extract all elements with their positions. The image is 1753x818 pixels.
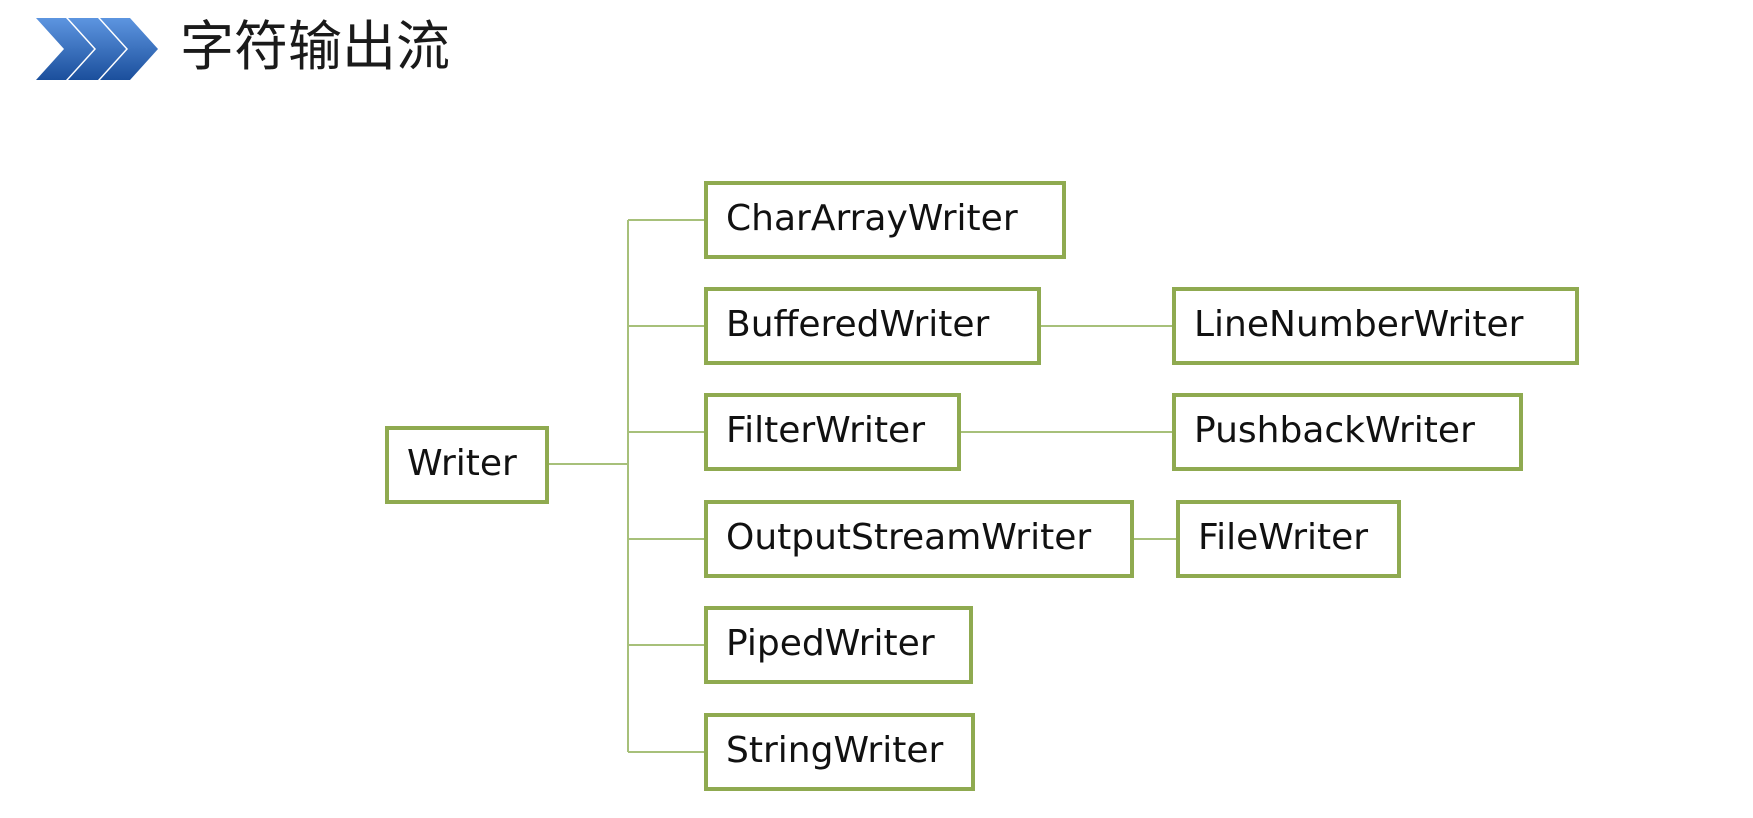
node-pipedwriter: PipedWriter (704, 606, 973, 684)
chevron-2-icon (68, 18, 126, 80)
node-linenumberwriter: LineNumberWriter (1172, 287, 1579, 365)
node-writer: Writer (385, 426, 549, 504)
page-title: 字符输出流 (180, 15, 450, 78)
node-pushbackwriter: PushbackWriter (1172, 393, 1523, 471)
node-chararraywriter: CharArrayWriter (704, 181, 1066, 259)
node-filewriter: FileWriter (1176, 500, 1401, 578)
node-filterwriter: FilterWriter (704, 393, 961, 471)
chevron-3-icon (100, 18, 158, 80)
triple-chevron-right-icon (36, 18, 158, 80)
node-bufferedwriter: BufferedWriter (704, 287, 1041, 365)
node-outputstreamwriter: OutputStreamWriter (704, 500, 1134, 578)
chevron-1-icon (36, 18, 94, 80)
node-stringwriter: StringWriter (704, 713, 975, 791)
